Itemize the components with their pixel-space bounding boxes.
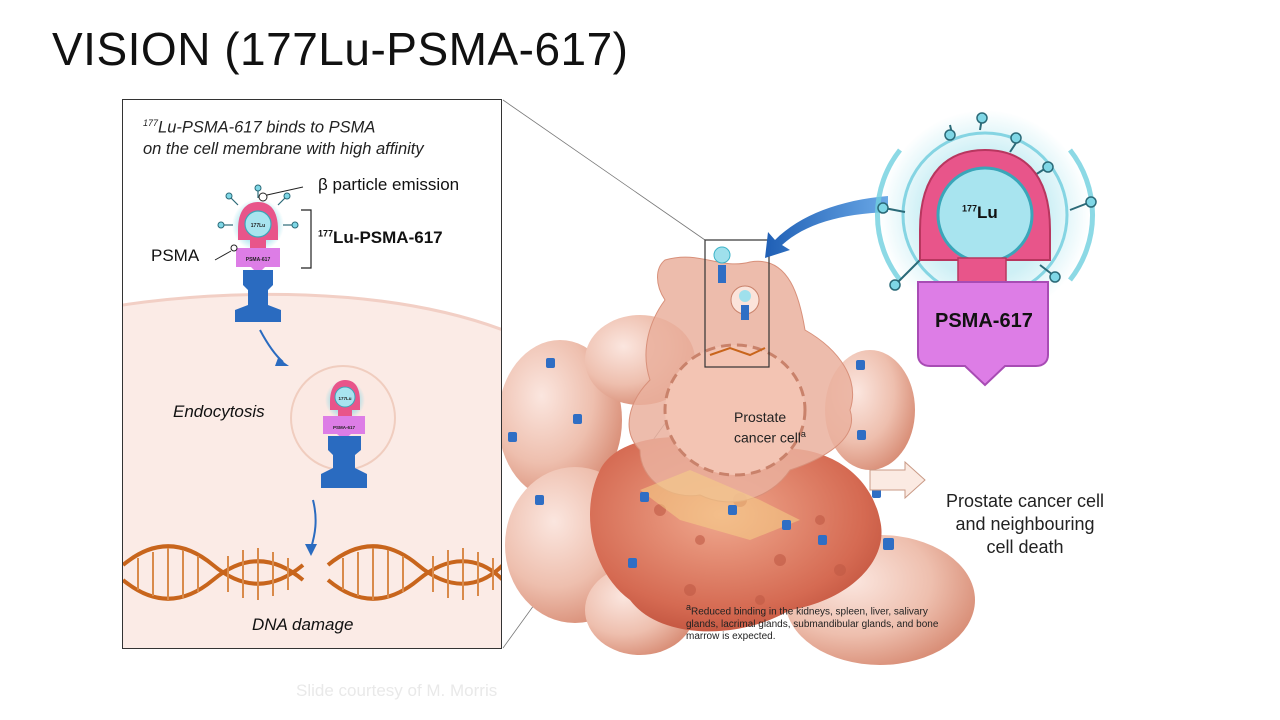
compound-name: Lu-PSMA-617 bbox=[333, 228, 443, 247]
zoom-connector-top bbox=[502, 99, 706, 241]
cell-label-line-1: Prostate bbox=[734, 409, 787, 425]
zoom-box bbox=[704, 239, 770, 368]
top-molecule bbox=[217, 184, 299, 322]
outcome-line-2: and neighbouring bbox=[955, 514, 1095, 534]
small-lu-label-endosome: 177Lu bbox=[338, 396, 351, 401]
endocytosis-label: Endocytosis bbox=[173, 402, 265, 421]
outcome-arrow bbox=[869, 460, 926, 500]
small-psma-label-endosome: PSMA-617 bbox=[333, 425, 356, 430]
caption-line-2: on the cell membrane with high affinity bbox=[143, 139, 424, 158]
cell-nucleus bbox=[663, 343, 807, 477]
small-psma-label: PSMA-617 bbox=[246, 257, 271, 263]
slide-title: VISION (177Lu-PSMA-617) bbox=[52, 23, 629, 75]
panel-caption: 177Lu-PSMA-617 binds to PSMA on the cell… bbox=[143, 113, 503, 160]
caption-line-1: Lu-PSMA-617 binds to PSMA bbox=[158, 118, 376, 137]
outcome-line-3: cell death bbox=[986, 537, 1064, 557]
cell-label-superscript: a bbox=[800, 429, 806, 439]
prostate-cancer-cell-label: Prostate cancer cella bbox=[734, 409, 806, 447]
zoom-box-contents bbox=[709, 246, 766, 357]
psma-label: PSMA bbox=[151, 246, 200, 265]
caption-superscript: 177 bbox=[143, 118, 159, 128]
cell-label-line-2: cancer cell bbox=[734, 429, 801, 446]
compound-superscript: 177 bbox=[318, 228, 334, 239]
psma-receptors bbox=[508, 358, 894, 568]
outcome-label: Prostate cancer cell and neighbouring ce… bbox=[930, 490, 1120, 559]
zoomed-molecule bbox=[875, 110, 1097, 387]
footnote: aReduced binding in the kidneys, spleen,… bbox=[686, 601, 946, 644]
zoom-lu-text: Lu bbox=[977, 203, 998, 222]
zoom-lu-label: 177Lu bbox=[962, 203, 998, 223]
slide-courtesy: Slide courtesy of M. Morris bbox=[296, 681, 498, 700]
endocytosed-molecule bbox=[321, 380, 367, 488]
dna-helix bbox=[123, 544, 501, 601]
dna-damage-label: DNA damage bbox=[252, 615, 354, 634]
outcome-line-1: Prostate cancer cell bbox=[945, 491, 1105, 511]
beta-emission-label: β particle emission bbox=[318, 175, 460, 194]
footnote-text: Reduced binding in the kidneys, spleen, … bbox=[686, 606, 939, 643]
footnote-superscript: a bbox=[686, 602, 692, 612]
zoom-lu-superscript: 177 bbox=[962, 203, 978, 214]
small-lu-label: 177Lu bbox=[251, 223, 265, 229]
compound-label: 177Lu-PSMA-617 bbox=[318, 228, 443, 248]
zoom-psma-label: PSMA-617 bbox=[935, 310, 1033, 332]
zoom-arrow bbox=[765, 196, 888, 258]
